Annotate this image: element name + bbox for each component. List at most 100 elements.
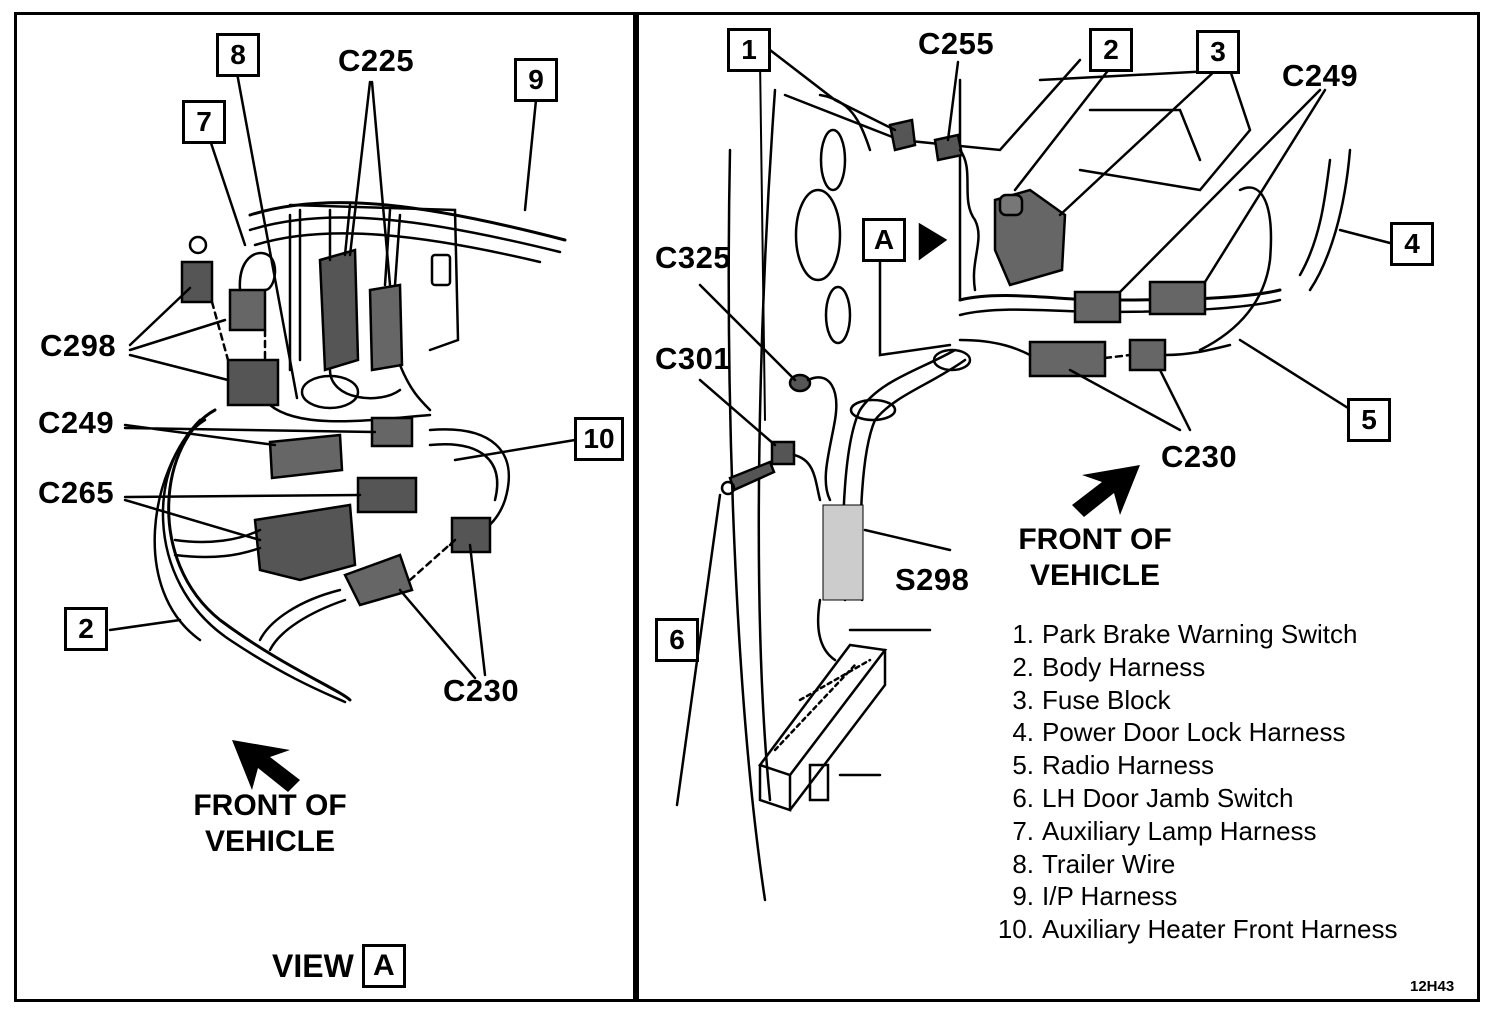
legend-number: 4.	[1012, 717, 1034, 748]
legend-number: 10.	[997, 914, 1034, 945]
front-of-vehicle-right: FRONT OF VEHICLE	[1000, 522, 1190, 594]
parts-legend: 1. Park Brake Warning Switch 2. Body Harne…	[986, 618, 1398, 946]
view-letter-box: A	[361, 944, 406, 988]
legend-item: 5. Radio Harness	[986, 749, 1397, 782]
view-label: VIEW	[272, 947, 354, 984]
label-s298: S298	[895, 562, 970, 597]
legend-item: 3. Fuse Block	[986, 684, 1397, 717]
leader-9	[523, 98, 538, 212]
legend-text: Auxiliary Lamp Harness	[1042, 815, 1317, 846]
leader-c230-right	[1068, 368, 1192, 432]
park-brake-switch	[888, 118, 917, 152]
s298-splice	[822, 504, 864, 601]
legend-text: Park Brake Warning Switch	[1042, 619, 1358, 649]
legend-number: 9.	[1012, 881, 1034, 912]
leader-2-right	[1013, 66, 1112, 192]
callout-4: 4	[1390, 222, 1434, 266]
label-c230-right: C230	[1161, 439, 1238, 474]
c265-connector-large	[253, 503, 357, 582]
legend-text: Body Harness	[1042, 651, 1206, 682]
label-c249-right: C249	[1282, 58, 1359, 93]
leader-c255	[946, 60, 960, 142]
legend-item: 7. Auxiliary Lamp Harness	[986, 815, 1397, 848]
front-of-vehicle-line-2: VEHICLE	[204, 825, 336, 858]
front-of-vehicle-left: FRONT OF VEHICLE	[170, 788, 370, 860]
leader-c230	[398, 543, 487, 680]
legend-text: Power Door Lock Harness	[1042, 717, 1346, 748]
label-c301: C301	[655, 341, 732, 376]
c298-connector-bottom	[226, 358, 280, 407]
leader-c249-right	[1118, 88, 1327, 294]
legend-item: 6. LH Door Jamb Switch	[986, 782, 1397, 815]
leader-7	[208, 138, 247, 247]
callout-3: 3	[1196, 30, 1240, 74]
lh-door-jamb-switch	[720, 460, 776, 496]
callout-9: 9	[514, 58, 558, 102]
callout-2: 2	[64, 607, 108, 651]
callout-5: 5	[1347, 398, 1391, 442]
label-c225: C225	[338, 43, 415, 78]
leader-c298	[128, 286, 230, 382]
c301-connector	[770, 440, 796, 466]
label-c255: C255	[918, 26, 995, 61]
legend-text: Fuse Block	[1042, 684, 1171, 715]
figure-code: 12H43	[1410, 978, 1455, 995]
main-view-panel	[636, 12, 1480, 1002]
leader-c325	[698, 283, 797, 382]
front-of-vehicle-right-line-1: FRONT OF	[1018, 523, 1172, 556]
callout-10: 10	[574, 417, 624, 461]
legend-text: Auxiliary Heater Front Harness	[1042, 914, 1398, 945]
leader-2	[108, 618, 182, 632]
callout-1: 1	[727, 28, 771, 72]
label-c325: C325	[655, 240, 732, 275]
legend-number: 8.	[1012, 848, 1034, 879]
c225-connector-b	[368, 283, 404, 372]
leader-5	[1238, 338, 1350, 410]
legend-number: 7.	[1012, 815, 1034, 846]
c225-connector-a	[318, 248, 360, 372]
legend-item: 4. Power Door Lock Harness	[986, 716, 1397, 749]
legend-number: 2.	[1012, 651, 1034, 682]
callout-6: 6	[655, 618, 699, 662]
label-c249-left: C249	[38, 405, 115, 440]
front-of-vehicle-line-1: FRONT OF	[193, 789, 347, 822]
c249-connector-left	[268, 433, 344, 480]
c265-connector-small	[356, 476, 418, 514]
legend-number: 6.	[1012, 782, 1034, 813]
legend-number: 1.	[1012, 619, 1034, 649]
leader-c225	[348, 80, 392, 287]
leader-c249	[123, 423, 377, 447]
front-of-vehicle-right-line-2: VEHICLE	[1029, 559, 1161, 592]
legend-item: 2. Body Harness	[986, 651, 1397, 684]
legend-number: 3.	[1012, 684, 1034, 715]
legend-text: Trailer Wire	[1042, 848, 1176, 879]
legend-item: 8. Trailer Wire	[986, 848, 1397, 881]
view-a-marker: A	[862, 218, 906, 262]
legend-number: 5.	[1012, 750, 1034, 781]
leader-c301	[698, 378, 777, 447]
label-c230-left: C230	[443, 673, 520, 708]
legend-item: 9.I/P Harness	[986, 880, 1397, 913]
label-c298: C298	[40, 328, 117, 363]
c230-connector-left	[343, 553, 414, 607]
callout-7: 7	[182, 100, 226, 144]
view-a-caption: VIEW A	[272, 944, 406, 988]
front-arrow-right	[1072, 465, 1140, 517]
leader-1	[768, 48, 897, 132]
callout-8: 8	[216, 33, 260, 77]
leader-10	[453, 438, 577, 462]
c298-connector-mid	[228, 251, 277, 332]
leader-4	[1338, 228, 1392, 245]
leader-s298	[863, 528, 952, 552]
ip-harness	[248, 201, 567, 242]
label-c265: C265	[38, 475, 115, 510]
c249-connector-a	[1073, 290, 1122, 324]
legend-item: 1. Park Brake Warning Switch	[986, 618, 1397, 651]
front-arrow-left	[232, 740, 300, 792]
legend-text: LH Door Jamb Switch	[1042, 782, 1294, 813]
legend-text: Radio Harness	[1042, 750, 1214, 781]
view-a-panel	[14, 12, 636, 1002]
legend-item: 10. Auxiliary Heater Front Harness	[986, 913, 1398, 946]
